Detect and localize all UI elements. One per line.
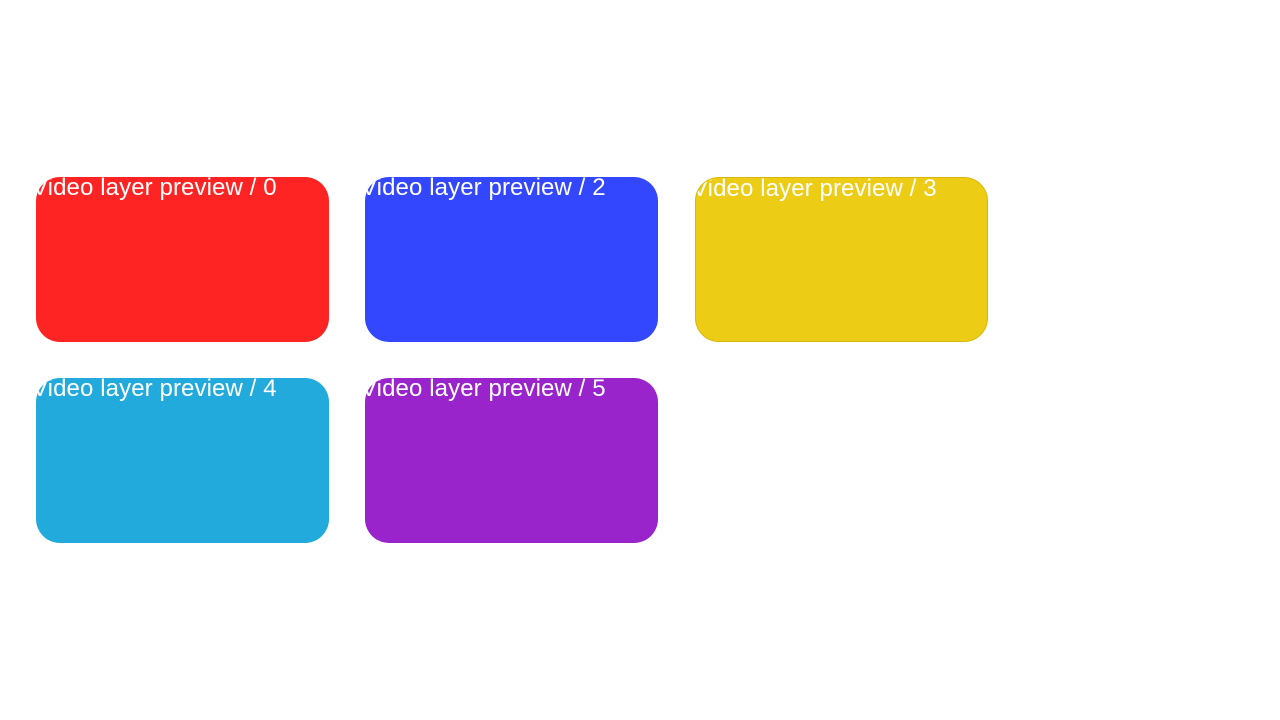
- video-layer-preview-tile-3[interactable]: Video layer preview / 3: [695, 177, 988, 342]
- video-layer-preview-tile-0[interactable]: Video layer preview / 0: [36, 177, 329, 342]
- video-layer-preview-label: Video layer preview / 5: [365, 378, 606, 402]
- video-layer-preview-tile-2[interactable]: Video layer preview / 2: [365, 177, 658, 342]
- video-layer-preview-tile-5[interactable]: Video layer preview / 5: [365, 378, 658, 543]
- video-layer-preview-label: Video layer preview / 3: [695, 177, 937, 202]
- video-layer-preview-label: Video layer preview / 2: [365, 177, 606, 201]
- video-layer-preview-label: Video layer preview / 4: [36, 378, 277, 402]
- video-layer-preview-tile-4[interactable]: Video layer preview / 4: [36, 378, 329, 543]
- video-layer-preview-label: Video layer preview / 0: [36, 177, 277, 201]
